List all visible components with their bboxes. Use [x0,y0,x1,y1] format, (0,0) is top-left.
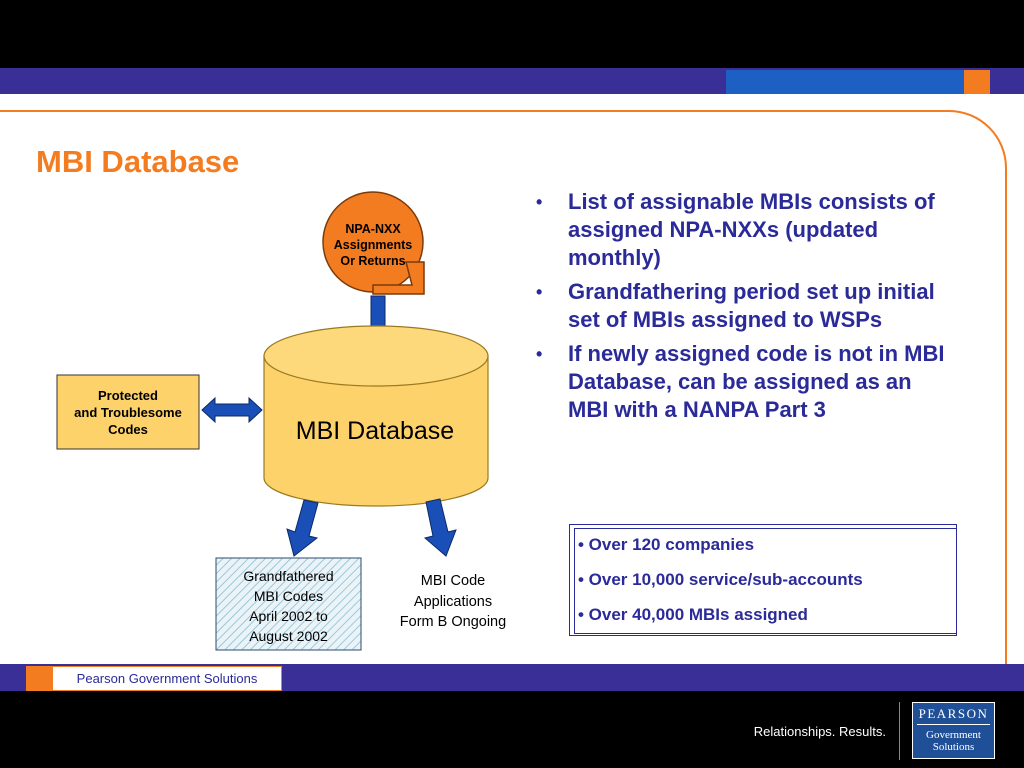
grandfathered-label: Grandfathered MBI Codes April 2002 to Au… [243,568,334,644]
footer-tagline: Relationships. Results. [753,724,886,739]
bullet-item: •If newly assigned code is not in MBI Da… [536,341,945,422]
mbi-database-diagram [56,191,489,651]
grandfathered-codes-box [215,557,362,651]
arrow-database-to-mbi-code [423,498,457,557]
bullet-item: •List of assignable MBIs consists of ass… [536,189,935,270]
stat-item: • Over 10,000 service/sub-accounts [578,570,863,589]
pearson-logo-subtitle: Government Solutions [926,729,981,753]
arrow-protected-database [201,396,263,424]
top-orange-accent [964,70,990,94]
npa-nxx-circle [322,191,425,295]
protected-codes-box [56,374,200,450]
top-blue-accent [726,70,964,94]
npa-nxx-label: NPA-NXX Assignments Or Returns [333,222,413,268]
stat-item: • Over 120 companies [578,535,755,554]
protected-codes-label: Protected and Troublesome Codes [74,388,182,437]
footer-org-box [52,666,282,691]
logo-rule [917,724,990,725]
bullet-dot-icon: • [536,192,543,212]
orange-frame-curve [0,110,1007,750]
pearson-logo [912,702,995,759]
footer-org-name: Pearson Government Solutions [76,671,258,686]
mbi-code-applications-label: MBI Code Applications Form B Ongoing [399,573,507,630]
mbi-database-cylinder [263,325,489,507]
bullet-dot-icon: • [536,282,543,302]
bullet-dot-icon: • [536,344,543,364]
footer-orange-accent [26,666,52,691]
stat-item: • Over 40,000 MBIs assigned [578,605,808,624]
stats-list: • Over 120 companies • Over 10,000 servi… [578,535,950,640]
database-label: MBI Database [295,417,455,445]
stats-box [574,528,957,634]
bottom-black-band [0,691,1024,768]
arrow-database-to-grandfathered [286,499,319,557]
logo-divider [899,702,900,760]
bullet-item: •Grandfathering period set up initial se… [536,279,935,332]
bullet-list: •List of assignable MBIs consists of ass… [536,188,946,430]
slide-title: MBI Database [36,144,240,179]
top-black-band [0,0,1024,68]
pearson-logo-word: PEARSON [918,706,989,721]
